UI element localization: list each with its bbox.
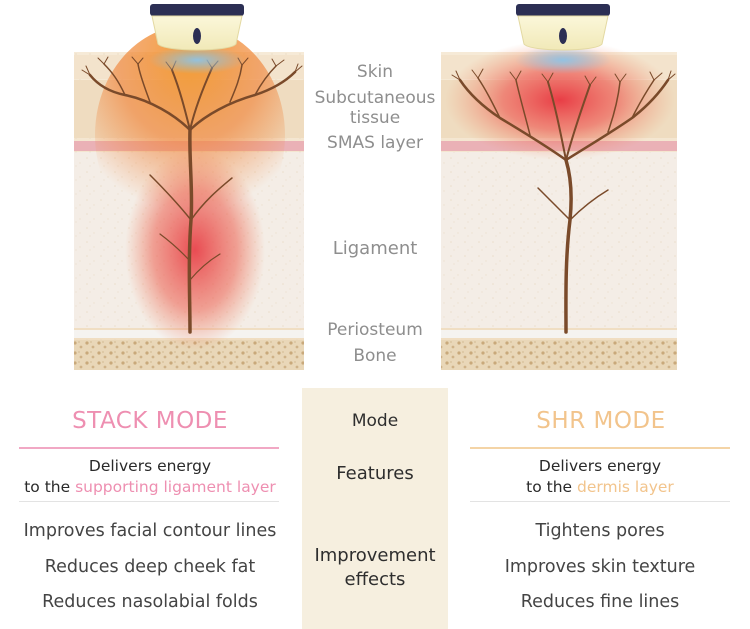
list-item: Reduces nasolabial folds bbox=[42, 592, 258, 612]
center-label-effects-line2: effects bbox=[344, 569, 406, 590]
center-label-features: Features bbox=[336, 463, 414, 484]
layer-label-subcutaneous-tissue: tissue bbox=[349, 108, 401, 128]
shr-feature-prefix: to the bbox=[526, 478, 578, 496]
shr-divider bbox=[470, 447, 730, 449]
shr-subdivider bbox=[470, 501, 730, 502]
layer-label-periosteum: Periosteum bbox=[327, 320, 423, 340]
list-item: Reduces deep cheek fat bbox=[44, 556, 256, 577]
center-label-mode: Mode bbox=[351, 411, 399, 431]
stack-mode-illustration bbox=[74, 4, 304, 370]
stack-feature-line2: to the supporting ligament layer bbox=[10, 477, 290, 498]
stack-feature-prefix: to the bbox=[24, 478, 76, 496]
stack-subdivider bbox=[19, 501, 279, 502]
list-item: Reduces fine lines bbox=[520, 592, 680, 612]
shr-feature-line2: to the dermis layer bbox=[460, 477, 740, 498]
shr-feature-line1: Delivers energy bbox=[538, 457, 662, 475]
center-label-effects-line1: Improvement bbox=[314, 545, 436, 566]
stack-divider bbox=[19, 447, 279, 449]
list-item: Tightens pores bbox=[535, 521, 665, 541]
stack-mode-title: STACK MODE bbox=[72, 408, 228, 434]
shr-feature-highlight: dermis layer bbox=[577, 478, 674, 496]
layer-label-subcutaneous: Subcutaneous bbox=[314, 88, 436, 108]
shr-effects-list: Tightens pores Improves skin texture Red… bbox=[450, 518, 750, 625]
list-item: Improves facial contour lines bbox=[23, 521, 277, 541]
center-column-background bbox=[302, 388, 448, 629]
stack-effects-list: Improves facial contour lines Reduces de… bbox=[0, 518, 300, 625]
shr-feature: Delivers energy to the dermis layer bbox=[460, 456, 740, 498]
stack-feature: Delivers energy to the supporting ligame… bbox=[10, 456, 290, 498]
stack-feature-line1: Delivers energy bbox=[88, 457, 212, 475]
layer-label-ligament: Ligament bbox=[332, 238, 418, 259]
layer-label-bone: Bone bbox=[353, 346, 397, 366]
layer-label-skin: Skin bbox=[356, 62, 394, 82]
stack-feature-highlight: supporting ligament layer bbox=[75, 478, 276, 496]
shr-mode-title: SHR MODE bbox=[536, 408, 666, 434]
list-item: Improves skin texture bbox=[504, 556, 696, 577]
layer-label-smas: SMAS layer bbox=[327, 133, 423, 153]
